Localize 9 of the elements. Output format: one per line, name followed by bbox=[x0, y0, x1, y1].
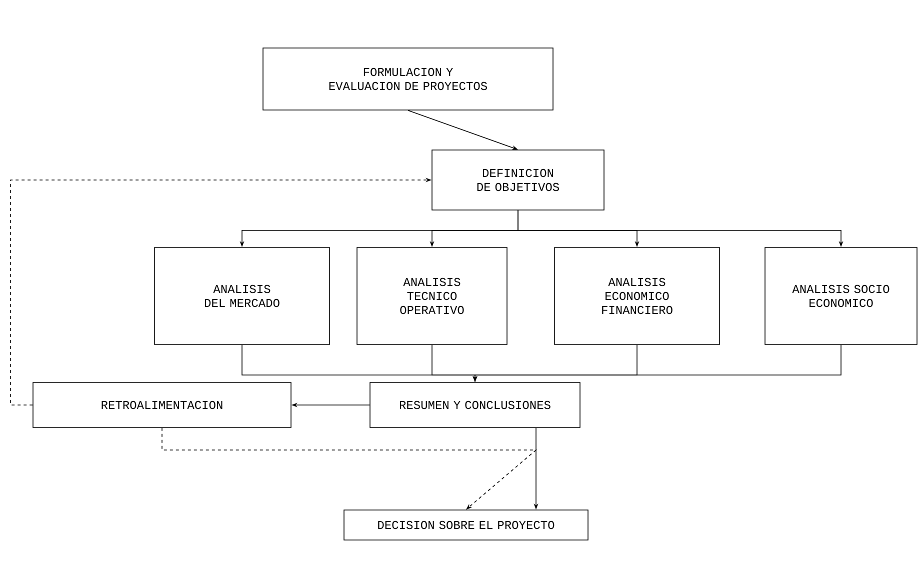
process-box: RETROALIMENTACION bbox=[32, 382, 292, 428]
process-box: ANALISIS TECNICO OPERATIVO bbox=[356, 247, 508, 345]
process-box: DEFINICION DE OBJETIVOS bbox=[432, 150, 604, 210]
process-box: FORMULACION Y EVALUACION DE PROYECTOS bbox=[262, 48, 554, 110]
process-box: ANALISIS SOCIO ECONOMICO bbox=[764, 247, 918, 345]
process-box: RESUMEN Y CONCLUSIONES bbox=[370, 382, 580, 428]
process-box: DECISION SOBRE EL PROYECTO bbox=[344, 510, 588, 540]
process-box: ANALISIS ECONOMICO FINANCIERO bbox=[554, 247, 720, 345]
process-box: ANALISIS DEL MERCADO bbox=[154, 247, 330, 345]
